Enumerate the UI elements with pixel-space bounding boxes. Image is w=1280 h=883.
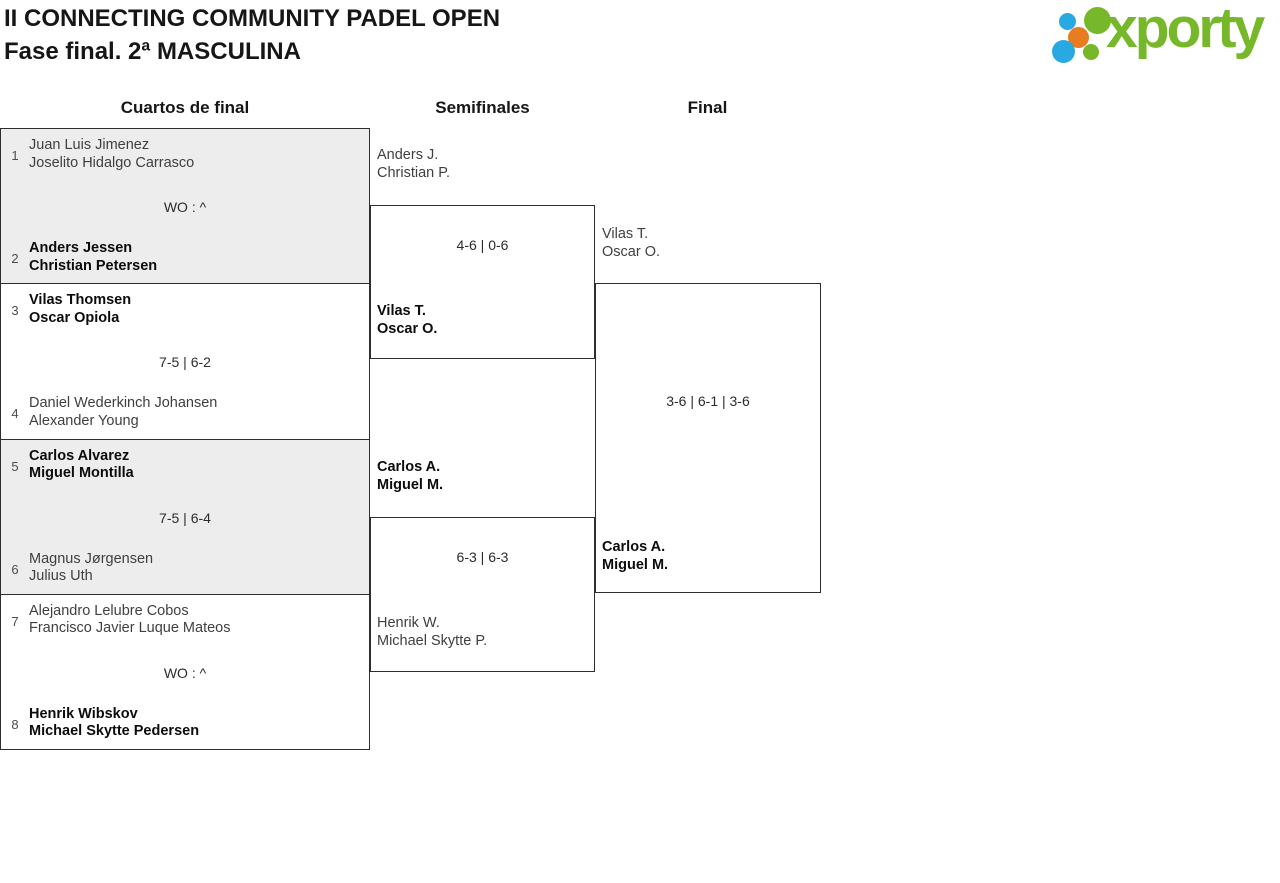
match-score: WO : ^ [163, 199, 207, 215]
semifinal2-score: 6-3 | 6-3 [456, 549, 509, 565]
player-name: Oscar O. [377, 320, 438, 337]
player-name: Carlos A. [377, 459, 441, 475]
team-names: Alejandro Lelubre Cobos Francisco Javier… [29, 603, 231, 638]
player-name: Julius Uth [29, 568, 93, 584]
player-name: Joselito Hidalgo Carrasco [29, 154, 195, 171]
team-names: Vilas Thomsen Oscar Opiola [29, 292, 131, 327]
final-team-bottom: Carlos A. Miguel M. [602, 539, 668, 574]
seed-number: 3 [11, 303, 19, 319]
player-name: Vilas Thomsen [29, 292, 132, 309]
player-name: Alexander Young [29, 412, 139, 429]
phase-subtitle: Fase final. 2ª MASCULINA [4, 38, 301, 65]
logo-green-dot-large [1084, 7, 1111, 34]
column-header-final: Final [687, 98, 728, 117]
seed-number: 2 [11, 251, 19, 266]
seed-number: 5 [11, 458, 19, 474]
player-name: Francisco Javier Luque Mateos [29, 620, 231, 637]
seed-number: 1 [11, 148, 19, 163]
player-name: Vilas T. [602, 226, 649, 242]
match-score: 7-5 | 6-2 [159, 354, 211, 371]
player-name: Magnus Jørgensen [29, 550, 154, 567]
logo-wordmark: xporty [1106, 0, 1265, 60]
player-name: Oscar Opiola [29, 309, 120, 326]
player-name: Henrik Wibskov [29, 705, 138, 722]
semifinal1-team-bottom: Vilas T. Oscar O. [377, 303, 437, 338]
player-name: Christian P. [377, 164, 451, 181]
player-name: Carlos Alvarez [29, 447, 130, 464]
player-name: Vilas T. [377, 303, 426, 319]
final-score: 3-6 | 6-1 | 3-6 [666, 393, 750, 409]
player-name: Oscar O. [602, 243, 661, 260]
semifinal1-score: 4-6 | 0-6 [456, 237, 509, 253]
final-team-top: Vilas T. Oscar O. [602, 226, 660, 261]
logo-blue-dot-large [1052, 40, 1075, 63]
logo-green-dot-small [1083, 44, 1099, 60]
player-name: Christian Petersen [29, 257, 158, 274]
semifinal2-team-bottom: Henrik W. Michael Skytte P. [377, 615, 487, 650]
logo-blue-dot-small [1059, 13, 1076, 30]
match-score: WO : ^ [163, 664, 207, 681]
quarterfinal-match-3[interactable]: 5 Carlos Alvarez Miguel Montilla 7-5 | 6… [1, 438, 369, 594]
team-names: Carlos Alvarez Miguel Montilla [29, 448, 134, 483]
player-name: Anders Jessen [29, 240, 133, 256]
seed-number: 7 [11, 613, 19, 629]
page-title: II CONNECTING COMMUNITY PADEL OPEN Fase … [4, 2, 500, 68]
player-name: Miguel M. [602, 556, 669, 573]
semifinal2-match-box[interactable] [370, 517, 595, 672]
player-name: Miguel M. [377, 476, 444, 493]
player-name: Michael Skytte P. [377, 632, 488, 649]
match-score: 7-5 | 6-4 [159, 509, 211, 526]
quarterfinal-match-4[interactable]: 7 Alejandro Lelubre Cobos Francisco Javi… [1, 593, 369, 749]
quarterfinals-column: 1 Juan Luis Jimenez Joselito Hidalgo Car… [0, 128, 370, 750]
player-name: Carlos A. [602, 539, 666, 555]
player-name: Daniel Wederkinch Johansen [29, 395, 218, 412]
player-name: Anders J. [377, 147, 439, 163]
team-names: Juan Luis Jimenez Joselito Hidalgo Carra… [29, 137, 194, 172]
team-names: Anders Jessen Christian Petersen [29, 240, 157, 275]
seed-number: 4 [11, 406, 19, 422]
quarterfinal-match-2[interactable]: 3 Vilas Thomsen Oscar Opiola 7-5 | 6-2 4… [1, 283, 369, 439]
seed-number: 6 [11, 561, 19, 577]
team-names: Daniel Wederkinch Johansen Alexander You… [29, 395, 217, 430]
player-name: Juan Luis Jimenez [29, 137, 150, 153]
player-name: Alejandro Lelubre Cobos [29, 602, 189, 619]
final-match-box[interactable] [595, 283, 821, 593]
seed-number: 8 [11, 716, 19, 732]
semifinal1-team-top: Anders J. Christian P. [377, 147, 450, 182]
player-name: Miguel Montilla [29, 465, 134, 481]
tournament-title: II CONNECTING COMMUNITY PADEL OPEN [4, 5, 501, 32]
player-name: Michael Skytte Pedersen [29, 723, 200, 740]
column-header-semifinals: Semifinales [435, 98, 530, 117]
column-header-quarterfinals: Cuartos de final [120, 98, 250, 117]
player-name: Henrik W. [377, 615, 440, 631]
quarterfinal-match-1[interactable]: 1 Juan Luis Jimenez Joselito Hidalgo Car… [1, 129, 369, 284]
logo-orange-dot [1068, 27, 1089, 48]
team-names: Henrik Wibskov Michael Skytte Pedersen [29, 706, 199, 741]
semifinal2-team-top: Carlos A. Miguel M. [377, 459, 443, 494]
semifinal1-match-box[interactable] [370, 205, 595, 359]
team-names: Magnus Jørgensen Julius Uth [29, 551, 153, 586]
